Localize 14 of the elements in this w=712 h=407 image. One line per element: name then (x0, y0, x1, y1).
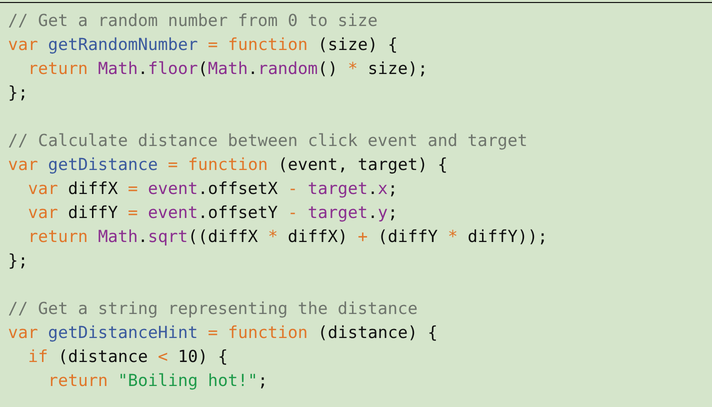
code-line: var getRandomNumber = function (size) { (8, 35, 398, 55)
code-comment: // Get a random number from 0 to size (8, 11, 378, 31)
code-line: return "Boiling hot!"; (46, 371, 268, 391)
code-comment: // Calculate distance between click event and target (8, 131, 528, 151)
code-line: }; (8, 83, 28, 103)
code-line: var getDistanceHint = function (distance) { (8, 323, 438, 343)
code-line: var diffY = event.offsetY - target.y; (26, 203, 398, 223)
code-line: var getDistance = function (event, target) { (8, 155, 448, 175)
code-line: return Math.floor(Math.random() * size); (26, 59, 428, 79)
code-line: }; (8, 251, 28, 271)
code-line: return Math.sqrt((diffX * diffX) + (diffY * diffY)); (26, 227, 548, 247)
code-comment: // Get a string representing the distance (8, 299, 418, 319)
code-line: if (distance < 10) { (26, 347, 228, 367)
code-line: var diffX = event.offsetX - target.x; (26, 179, 398, 199)
